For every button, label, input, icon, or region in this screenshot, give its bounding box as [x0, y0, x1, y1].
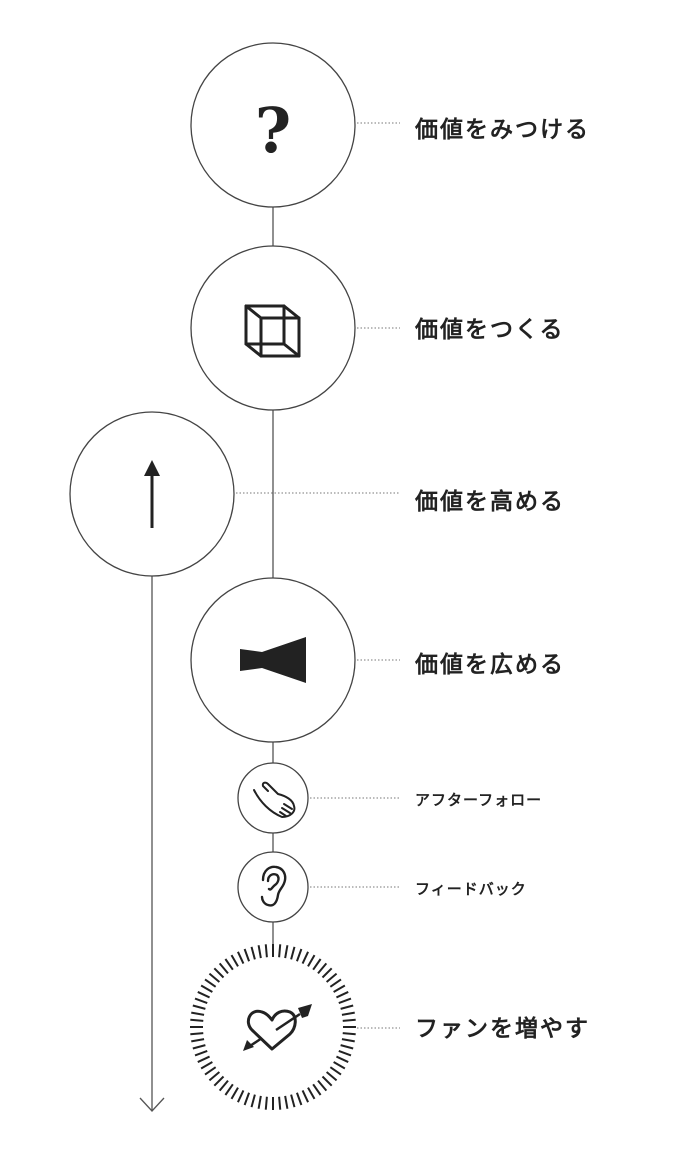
tick-mark [333, 1061, 346, 1070]
step-spread-value [190, 577, 356, 743]
tick-mark [290, 946, 296, 960]
tick-ring [190, 944, 356, 1110]
tick-mark [191, 1011, 205, 1016]
tick-mark [278, 1096, 282, 1110]
tick-mark [200, 984, 213, 993]
tick-mark [307, 1087, 316, 1100]
tick-mark [278, 944, 282, 958]
step-label: アフターフォロー [415, 791, 542, 809]
step-raise-value [69, 411, 235, 577]
down-arrow-timeline [139, 576, 165, 1112]
tick-mark [325, 972, 338, 983]
tick-mark [342, 1018, 356, 1022]
tick-mark [340, 1004, 354, 1010]
tick-mark [204, 978, 217, 988]
tick-mark [312, 958, 322, 971]
tick-mark [307, 954, 316, 967]
cube-icon [244, 304, 301, 358]
tick-mark [250, 946, 256, 960]
step-feedback [237, 851, 309, 923]
tick-mark [342, 1032, 356, 1036]
tick-mark [218, 1079, 229, 1092]
tick-mark [336, 1055, 349, 1063]
tick-mark [200, 1061, 213, 1070]
question-mark-icon: ? [255, 94, 291, 167]
tick-mark [218, 962, 229, 975]
tick-mark [190, 1018, 204, 1022]
tick-mark [204, 1066, 217, 1076]
tick-mark [325, 1071, 338, 1082]
tick-mark [321, 1075, 333, 1087]
heart-arrow-icon [243, 1004, 312, 1051]
tick-mark [213, 967, 225, 979]
tick-mark [191, 1038, 205, 1043]
tick-mark [230, 1087, 239, 1100]
tick-mark [264, 944, 268, 958]
tick-mark [284, 945, 289, 959]
tick-mark [338, 997, 352, 1004]
tick-mark [341, 1011, 355, 1016]
tick-mark [237, 951, 245, 964]
tick-mark [301, 951, 309, 964]
tick-mark [336, 991, 349, 999]
tick-mark [290, 1094, 296, 1108]
tick-mark [264, 1096, 268, 1110]
tick-mark [284, 1095, 289, 1109]
step-find-value: ? [190, 42, 356, 208]
tick-mark [208, 972, 221, 983]
tick-mark [197, 1055, 210, 1063]
step-after-follow [237, 762, 309, 834]
tick-mark [296, 1092, 303, 1106]
up-arrow-icon [144, 460, 160, 528]
tick-mark [190, 1032, 204, 1036]
tick-mark [192, 1004, 206, 1010]
tick-mark [213, 1075, 225, 1087]
tick-mark [329, 978, 342, 988]
tick-mark [224, 1083, 234, 1096]
tick-mark [340, 1044, 354, 1050]
tick-mark [230, 954, 239, 967]
tick-mark [317, 1079, 328, 1092]
step-make-value [190, 245, 356, 411]
step-label: フィードバック [415, 880, 527, 898]
megaphone-icon [240, 637, 306, 683]
tick-mark [208, 1071, 221, 1082]
step-label: 価値を高める [414, 488, 565, 515]
tick-mark [312, 1083, 322, 1096]
tick-mark [250, 1094, 256, 1108]
tick-mark [197, 991, 210, 999]
ear-icon [260, 865, 287, 907]
tick-mark [243, 948, 250, 962]
tick-mark [257, 1095, 262, 1109]
tick-mark [321, 967, 333, 979]
tick-mark [338, 1050, 352, 1057]
step-label: 価値をみつける [414, 117, 590, 143]
tick-mark [194, 997, 208, 1004]
tick-mark [257, 945, 262, 959]
tick-mark [301, 1090, 309, 1103]
step-label: ファンを増やす [415, 1015, 590, 1042]
tick-mark [237, 1090, 245, 1103]
step-label: 価値をつくる [414, 317, 565, 343]
tick-mark [329, 1066, 342, 1076]
tick-mark [194, 1050, 208, 1057]
hand-icon [253, 781, 296, 818]
tick-mark [317, 962, 328, 975]
tick-mark [341, 1038, 355, 1043]
tick-mark [224, 958, 234, 971]
tick-mark [296, 948, 303, 962]
step-increase-fans [190, 944, 356, 1110]
step-label: 価値を広める [414, 651, 565, 678]
tick-mark [243, 1092, 250, 1106]
tick-mark [333, 984, 346, 993]
tick-mark [192, 1044, 206, 1050]
